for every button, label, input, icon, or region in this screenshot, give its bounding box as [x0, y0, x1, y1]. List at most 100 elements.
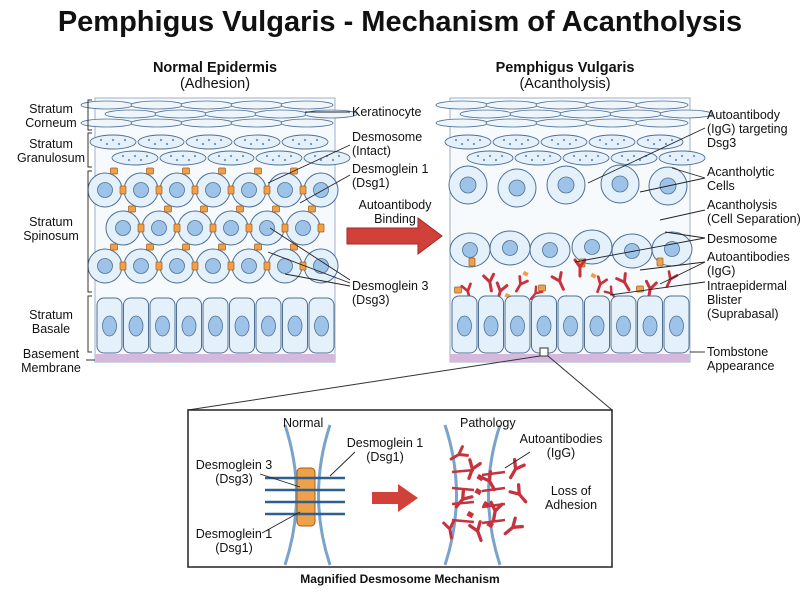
keratohyalin-granule [568, 142, 572, 146]
magnified-leader-lines [259, 451, 531, 534]
corneum-cell [659, 109, 713, 119]
normal-leader-lines [267, 111, 351, 287]
keratohyalin-granule [524, 154, 528, 158]
desmosome [119, 185, 127, 195]
keratohyalin-granule [632, 154, 636, 158]
antibody-igg [442, 519, 456, 540]
spinous-nucleus [223, 220, 239, 236]
desmosome [468, 257, 476, 267]
antibody-igg [489, 500, 504, 523]
path-membrane-right [487, 424, 502, 566]
detached-nucleus [542, 242, 558, 258]
antibody-igg [503, 516, 524, 536]
desmosome [146, 167, 154, 175]
keratohyalin-granule [229, 154, 233, 158]
granulosum-cell [540, 134, 588, 150]
granulosum-cell [588, 134, 636, 150]
label-acantholysis: Acantholysis(Cell Separation) [707, 198, 800, 226]
keratohyalin-granule [472, 142, 476, 146]
corneum-cell [304, 109, 358, 119]
desmosome [218, 167, 226, 175]
normal-panel-title: Normal Epidermis (Adhesion) [100, 60, 330, 92]
basal-nucleus [457, 315, 472, 337]
corneum-cell [559, 109, 613, 119]
keratohyalin-granule [277, 154, 281, 158]
granulosum-cell [303, 150, 351, 166]
granulosum-cell [185, 134, 233, 150]
desmosome [236, 205, 244, 213]
antibody-igg [508, 457, 526, 480]
antibody-shape [596, 275, 609, 294]
keratohyalin-granule [139, 158, 143, 162]
desmosome-fragment [522, 270, 529, 277]
desmosome [110, 167, 118, 175]
page-title: Pemphigus Vulgaris - Mechanism of Acanth… [57, 6, 743, 38]
corneum-cell [130, 100, 184, 110]
desmosome [281, 223, 289, 233]
zoom-callout [187, 347, 613, 411]
normal-title: Normal Epidermis [152, 60, 278, 76]
basal-nucleus [128, 315, 144, 337]
magnified-arrow [372, 484, 418, 512]
corneum-cell [254, 109, 308, 119]
corneum-cell [204, 109, 258, 119]
granulosum-cell [255, 150, 303, 166]
plaque-fragment [476, 473, 485, 482]
keratohyalin-granule [500, 154, 504, 158]
desmosome [182, 243, 190, 251]
antibody-shape [508, 483, 528, 504]
keratohyalin-granule [664, 142, 668, 146]
desmosome [272, 205, 280, 213]
magnified-caption: Magnified Desmosome Mechanism [300, 572, 500, 586]
broken-strand [451, 500, 475, 506]
corneum-cell [585, 100, 639, 110]
spinous-nucleus [115, 220, 131, 236]
detached-nucleus [584, 239, 600, 255]
keratohyalin-granule [309, 142, 313, 146]
antibody-shape [550, 271, 565, 291]
keratohyalin-granule [598, 138, 602, 142]
granulosum-cell [207, 150, 255, 166]
keratohyalin-granule [255, 138, 259, 142]
basal-nucleus [483, 315, 499, 337]
keratohyalin-granule [530, 158, 534, 162]
keratohyalin-granule [526, 138, 530, 142]
keratohyalin-granule [217, 154, 221, 158]
desmosome [137, 223, 145, 233]
basal-nucleus [563, 315, 578, 337]
desmosome [454, 286, 462, 294]
keratohyalin-granule [303, 138, 307, 142]
keratohyalin-granule [616, 142, 620, 146]
granulosum-cell [444, 134, 492, 150]
antibody-igg [596, 275, 609, 294]
keratohyalin-granule [686, 158, 690, 162]
keratohyalin-granule [584, 154, 588, 158]
corneum-cell [154, 109, 208, 119]
keratohyalin-granule [291, 138, 295, 142]
basal-nucleus [669, 315, 684, 337]
acantholytic-nucleus [459, 176, 477, 194]
spinous-nucleus [295, 220, 311, 236]
granulosum-cell [562, 150, 610, 166]
spinous-nucleus [169, 182, 185, 198]
keratohyalin-granule [261, 142, 265, 146]
keratohyalin-granule [127, 158, 131, 162]
spinous-nucleus [241, 258, 257, 274]
broken-strand [451, 518, 475, 524]
desmosome [317, 223, 325, 233]
normal-subtitle: (Adhesion) [179, 76, 251, 93]
spinous-nucleus [205, 258, 221, 274]
corneum-cell [230, 100, 284, 110]
keratohyalin-granule [201, 142, 205, 146]
label-desmoglein-1: Desmoglein 1(Dsg1) [352, 162, 429, 190]
keratohyalin-granule [223, 158, 227, 162]
desmosome [227, 261, 235, 271]
corneum-cell [280, 118, 334, 128]
corneum-cell [104, 109, 158, 119]
basal-nucleus [261, 315, 276, 337]
spinous-nucleus [277, 182, 293, 198]
